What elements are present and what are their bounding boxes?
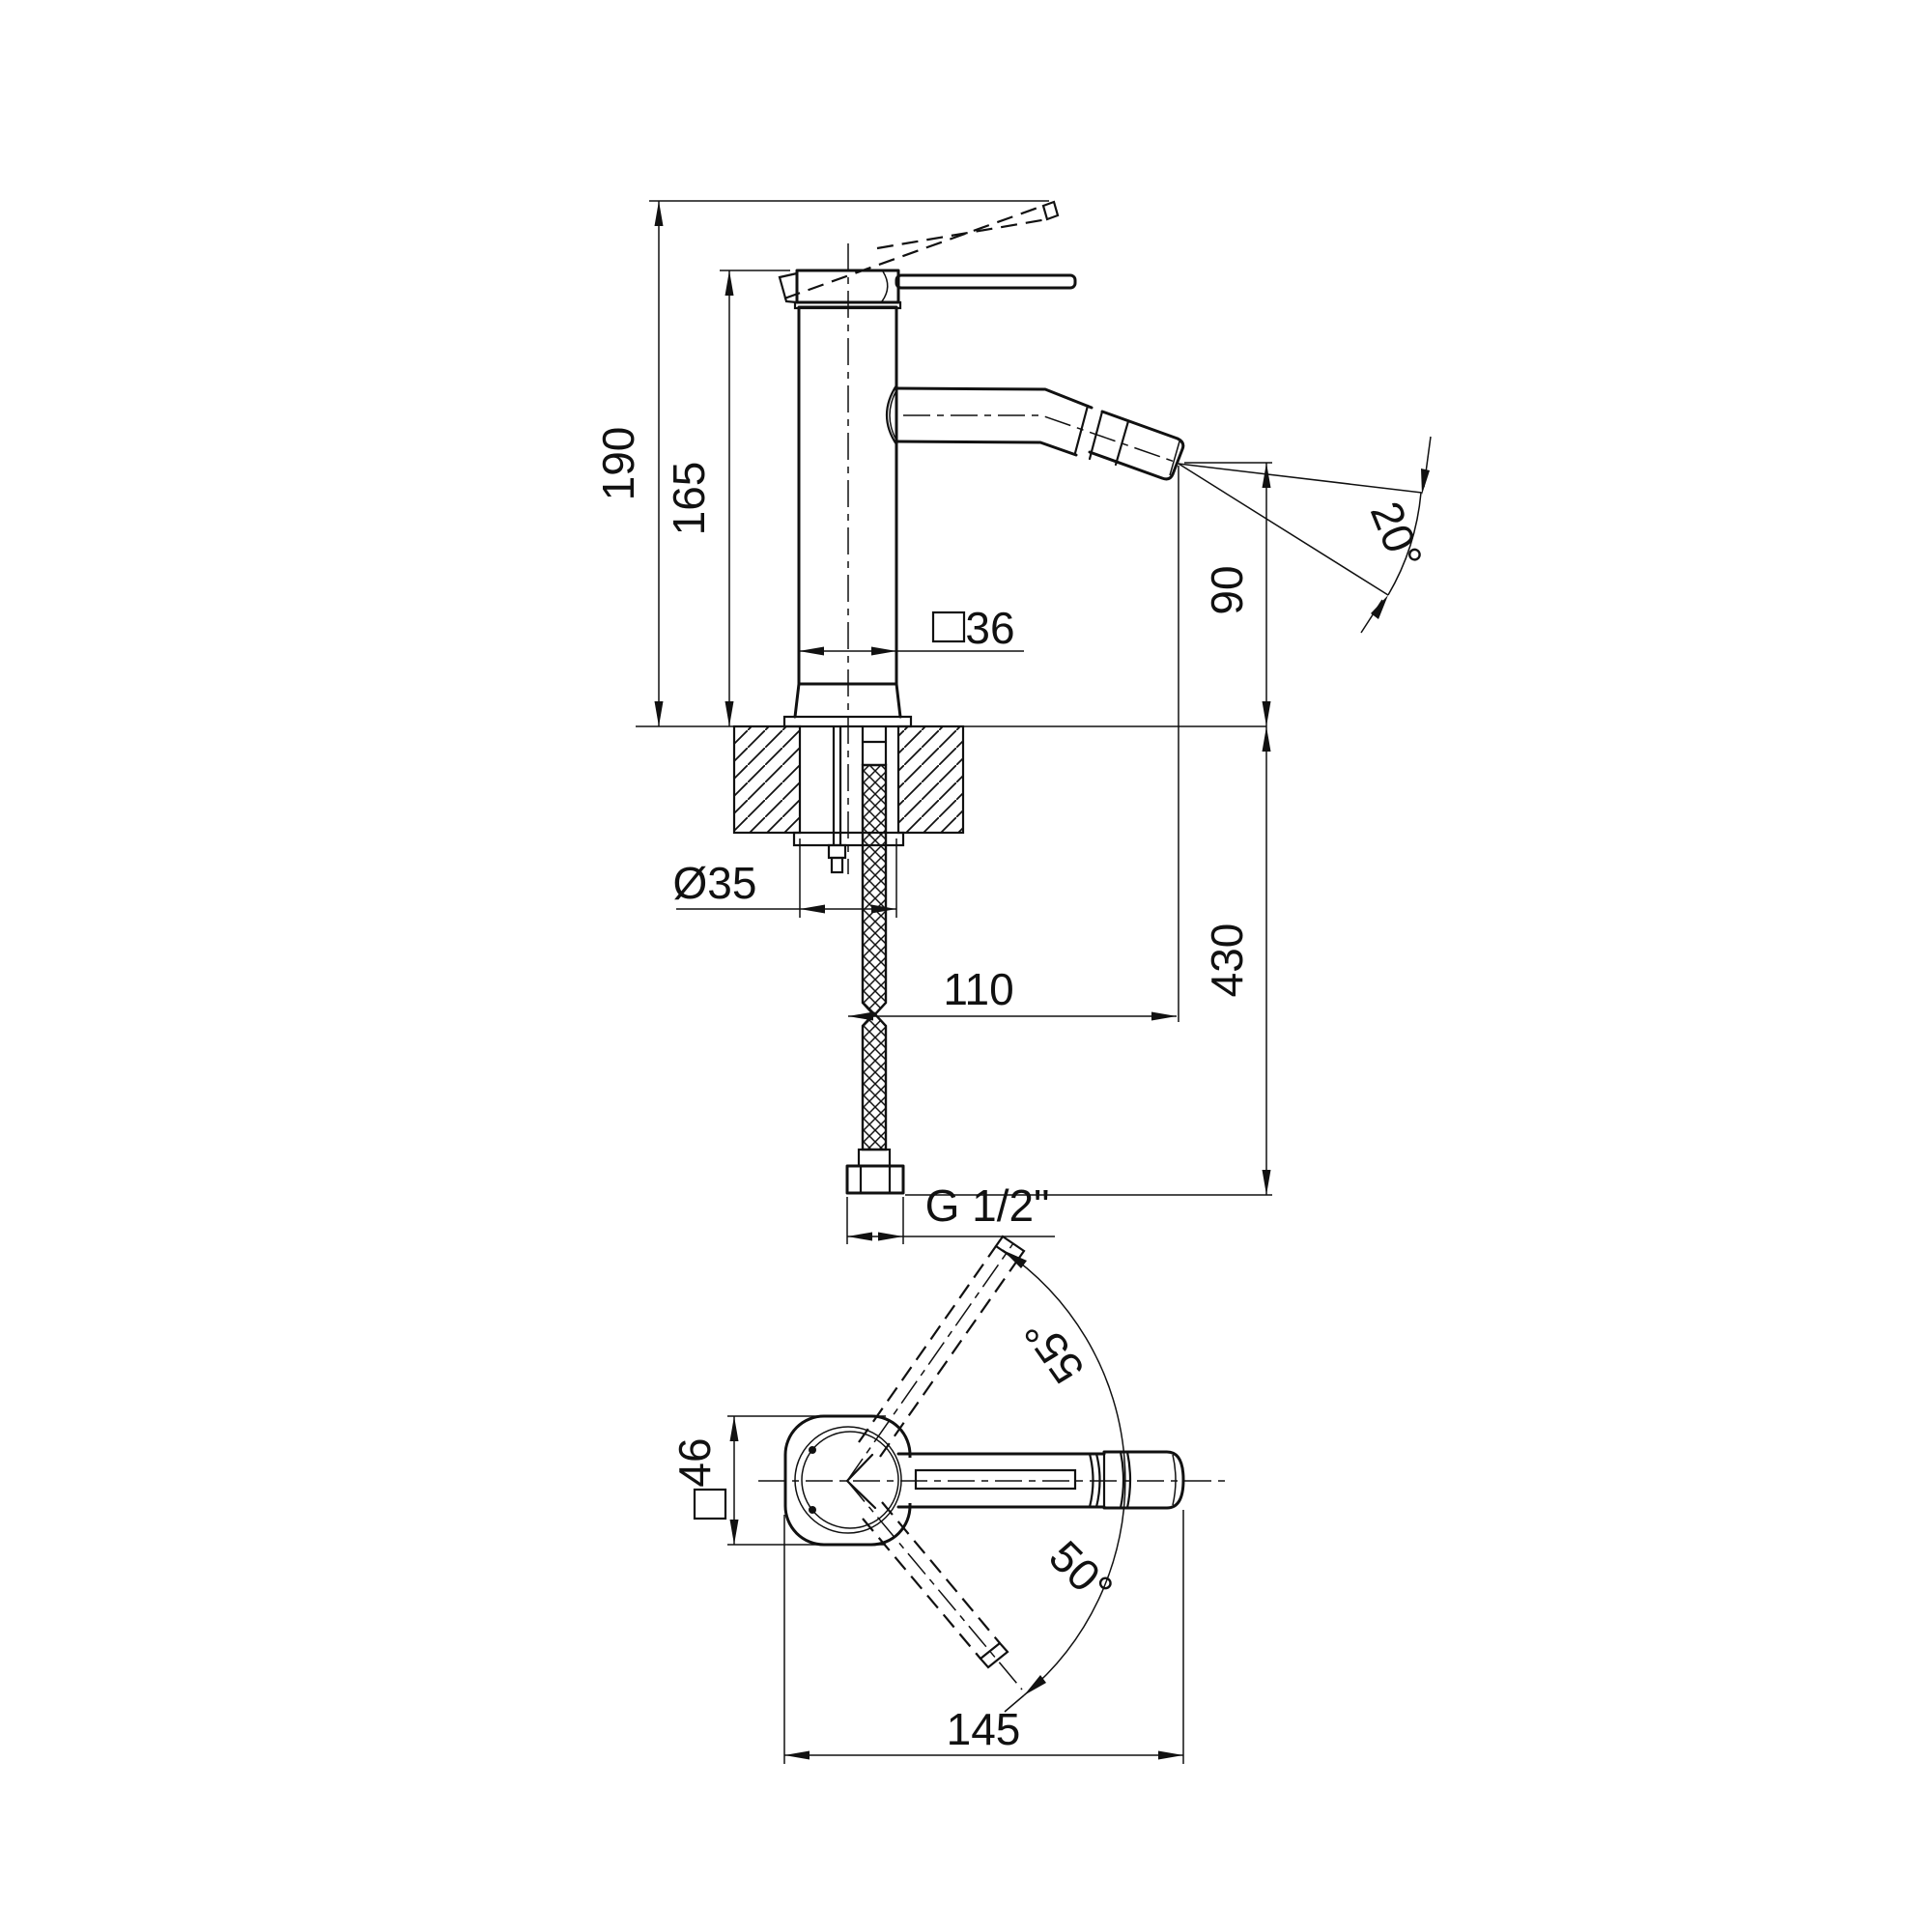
dimension-thread-size: G 1/2" xyxy=(846,1180,1055,1244)
dim-label-36: 36 xyxy=(965,603,1014,653)
plan-spout-swing-upper xyxy=(846,1235,1026,1482)
below-deck-assembly xyxy=(792,724,905,1195)
plan-pin-dot-bottom xyxy=(809,1506,816,1514)
dimension-plan-square: 46 xyxy=(669,1415,886,1546)
side-view: 190 165 36 Ø35 xyxy=(593,200,1433,1244)
locknut xyxy=(792,831,905,847)
aerator-end-face xyxy=(1169,440,1180,476)
dimension-shank-diameter: Ø35 xyxy=(673,838,897,918)
dim-label-90: 90 xyxy=(1202,565,1252,614)
handle-lever xyxy=(895,273,1077,290)
plan-cap-circle-inner xyxy=(801,1431,899,1529)
countertop xyxy=(636,724,1266,835)
fixing-stud-upper xyxy=(827,843,847,860)
body-base-flare-right xyxy=(895,682,902,719)
deck-hatch-right xyxy=(896,724,965,835)
mounting-flange xyxy=(782,715,913,728)
handle-raised-position xyxy=(783,200,1060,300)
dim-label-d35: Ø35 xyxy=(673,858,757,908)
body-base-flare-left xyxy=(793,682,801,719)
dim-label-20deg: 20° xyxy=(1361,495,1433,576)
square-symbol-36 xyxy=(931,611,966,643)
dim-label-thread: G 1/2" xyxy=(925,1180,1050,1231)
dim-label-190: 190 xyxy=(593,427,643,501)
square-symbol-46 xyxy=(693,1488,727,1520)
aerator xyxy=(1088,410,1185,481)
dimension-spout-height: 90 xyxy=(1184,462,1272,726)
faucet-cap xyxy=(778,269,902,310)
dim-label-46: 46 xyxy=(669,1437,720,1487)
plan-swing-lower-tip xyxy=(979,1641,1009,1669)
plan-pin-dot-top xyxy=(809,1446,816,1454)
hose-ferrule xyxy=(857,1148,892,1168)
spout-root-arc-outer xyxy=(886,384,898,446)
cap-ring xyxy=(793,300,902,310)
dim-label-110: 110 xyxy=(943,964,1013,1014)
fixing-stud-lower xyxy=(830,856,844,874)
dimension-body-square: 36 xyxy=(799,603,1024,656)
spout-root-arc-inner xyxy=(889,389,897,441)
dim-label-145: 145 xyxy=(947,1704,1021,1754)
plan-handle xyxy=(914,1468,1077,1491)
dimension-height-total: 190 xyxy=(593,200,1049,726)
supply-hose-upper xyxy=(861,763,888,1017)
supply-hose-lower xyxy=(861,1011,888,1151)
cap-seam-arc xyxy=(881,270,889,302)
plan-pivot-line-upper xyxy=(845,1453,874,1483)
deck-hatch-left xyxy=(732,724,802,835)
dim-label-165: 165 xyxy=(664,462,714,536)
dimension-height-body: 165 xyxy=(664,270,790,726)
dimension-plan-length: 145 xyxy=(783,1510,1184,1764)
spout-bottom-edge xyxy=(895,440,1078,457)
spout-top-edge xyxy=(895,386,1094,410)
plan-spout xyxy=(896,1450,1185,1510)
dim-label-430: 430 xyxy=(1202,923,1252,998)
spout-joint-line-2 xyxy=(1088,410,1104,461)
handle-raised-tip xyxy=(1041,200,1060,221)
dimension-spout-reach: 110 xyxy=(848,466,1179,1022)
plan-spout-swing-lower xyxy=(846,1480,1023,1690)
hose-connector-nut xyxy=(845,1164,905,1195)
dim-label-55deg: 55° xyxy=(1014,1309,1094,1393)
dimension-below-deck: 430 xyxy=(905,726,1272,1196)
plan-view: 55° 50° 46 145 xyxy=(669,1235,1227,1764)
spout xyxy=(886,384,1185,481)
plan-cap-circle-outer xyxy=(794,1426,902,1534)
dim-label-50deg: 50° xyxy=(1039,1531,1122,1614)
cap-tilted-lip xyxy=(778,271,799,304)
